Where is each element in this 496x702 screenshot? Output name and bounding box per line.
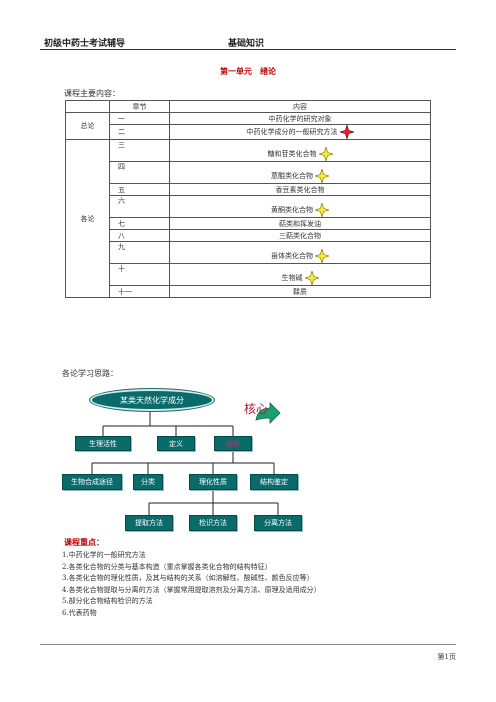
content-cell: 三萜类化合物: [169, 229, 431, 242]
content-cell: 萜类和挥发油: [169, 217, 431, 230]
content-text: 三萜类化合物: [279, 231, 321, 240]
node-classification: 分类: [133, 474, 163, 490]
header-section-name: 基础知识: [228, 39, 265, 49]
content-text: 蒽醌类化合物: [271, 172, 313, 180]
table-row: 五 香豆素类化合物: [66, 183, 431, 196]
chapter-cell: 十一: [109, 285, 170, 298]
content-cell: 糖和苷类化合物: [169, 139, 431, 162]
table-header-content: 内容: [169, 100, 431, 113]
contents-table: 章节 内容 总论一 中药化学的研究对象二 中药化学成分的一般研究方法各论三 糖和苷类化…: [65, 100, 431, 298]
table-row: 二 中药化学成分的一般研究方法: [66, 124, 431, 140]
node-structure-identification: 结构鉴定: [250, 474, 298, 490]
chapter-cell: 三: [109, 139, 170, 162]
node-structure: 结构: [214, 436, 252, 451]
table-row: 总论一 中药化学的研究对象: [65, 112, 431, 140]
content-cell: 鞣质: [169, 285, 431, 298]
content-text: 鞣质: [293, 287, 307, 296]
footer-rule: [40, 644, 456, 645]
table-row: 九 甾体类化合物: [66, 241, 431, 264]
table-row: 各论三 糖和苷类化合物: [65, 139, 431, 298]
list-item: 6.代表药物: [62, 608, 97, 617]
star-icon: [315, 249, 329, 263]
key-points-list: 1.中药化学的一般研究方法 2.各类化合物的分类与基本构造（重点掌握各类化合物的…: [62, 550, 321, 619]
list-item: 3.各类化合物的理化性质，及其与结构的关系（如溶解性、酸碱性、颜色反应等）: [62, 574, 314, 582]
table-header-row: 章节 内容: [65, 100, 431, 113]
chapter-cell: 九: [109, 241, 170, 264]
table-header-cell: [65, 100, 110, 113]
list-item: 5.部分化合物结构检识的方法: [62, 597, 153, 605]
category-cell: 各论: [65, 139, 110, 298]
toc-label: 课程主要内容：: [64, 89, 120, 98]
content-text: 香豆素类化合物: [275, 185, 325, 194]
star-icon: [315, 203, 329, 217]
star-icon: [304, 271, 319, 285]
diagram-root-node: 某类天然化学成分: [90, 389, 214, 411]
key-points-title: 课程重点：: [64, 538, 104, 547]
content-cell: 香豆素类化合物: [169, 183, 431, 196]
content-cell: 中药化学成分的一般研究方法: [169, 124, 431, 140]
list-item: 4.各类化合物提取与分离的方法（掌握常用提取溶剂及分离方法、原理及适用成分）: [62, 585, 321, 594]
table-row: 四 蒽醌类化合物: [66, 161, 431, 184]
table-row: 十一 鞣质: [66, 285, 431, 298]
content-cell: 黄酮类化合物: [169, 195, 431, 218]
content-text: 生物碱: [281, 274, 303, 282]
header-course-name: 初级中药士考试辅导: [44, 39, 126, 49]
table-row: 六 黄酮类化合物: [66, 195, 431, 218]
content-text: 中药化学成分的一般研究方法: [246, 128, 338, 136]
chapter-cell: 四: [109, 161, 170, 184]
content-text: 甾体类化合物: [271, 252, 313, 260]
unit-title: 第一单元 绪论: [220, 67, 276, 76]
chapter-cell: 十: [109, 263, 170, 286]
star-icon: [339, 125, 354, 139]
node-definition: 定义: [157, 436, 195, 451]
node-detection: 检识方法: [189, 515, 237, 531]
table-row: 八 三萜类化合物: [66, 229, 431, 242]
table-row: 十 生物碱: [66, 263, 431, 286]
node-physicochemical: 理化性质: [189, 474, 237, 490]
chapter-cell: 五: [109, 183, 170, 196]
chapter-cell: 二: [109, 124, 170, 140]
star-icon: [318, 147, 333, 161]
chapter-cell: 八: [109, 229, 170, 242]
node-physiological-activity: 生理活性: [75, 436, 131, 451]
diagram-label: 各论学习思路：: [62, 369, 118, 378]
list-item: 2.各类化合物的分类与基本构造（重点掌握各类化合物的结构特征）: [62, 562, 272, 571]
content-cell: 甾体类化合物: [169, 241, 431, 264]
content-cell: 生物碱: [169, 263, 431, 286]
chapter-cell: 六: [109, 195, 170, 218]
content-text: 黄酮类化合物: [271, 206, 313, 214]
table-row: 七 萜类和挥发油: [66, 217, 431, 230]
page-number: 第1页: [437, 653, 456, 661]
category-cell: 总论: [65, 112, 110, 140]
content-cell: 中药化学的研究对象: [169, 112, 431, 125]
node-biosynthesis: 生物合成途径: [62, 474, 122, 490]
content-text: 萜类和挥发油: [279, 219, 321, 228]
page-header: 初级中药士考试辅导 基础知识: [40, 36, 456, 50]
content-text: 中药化学的研究对象: [268, 114, 332, 123]
content-text: 糖和苷类化合物: [267, 150, 317, 158]
content-cell: 蒽醌类化合物: [169, 161, 431, 184]
list-item: 1.中药化学的一般研究方法: [62, 551, 146, 559]
table-header-chapter: 章节: [109, 100, 170, 113]
chapter-cell: 七: [109, 217, 170, 230]
star-icon: [315, 169, 329, 183]
node-extraction: 提取方法: [125, 515, 173, 531]
node-separation: 分离方法: [254, 515, 302, 531]
chapter-cell: 一: [109, 112, 170, 125]
core-label: 核心: [244, 402, 269, 416]
